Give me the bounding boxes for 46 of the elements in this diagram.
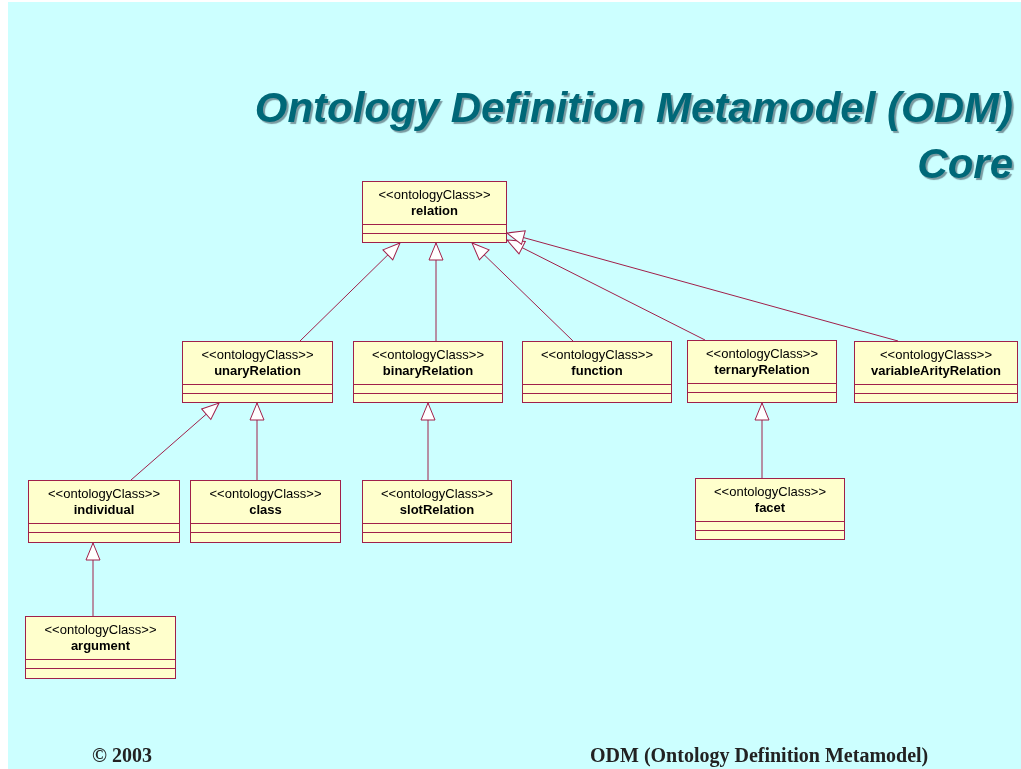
footer-text: © 2003 bbox=[92, 744, 152, 767]
slide-title: Ontology Definition Metamodel (ODM) Core bbox=[253, 83, 1013, 189]
class-box bbox=[182, 341, 333, 403]
generalization-arrow bbox=[420, 402, 436, 481]
class-box bbox=[353, 341, 503, 403]
class-box bbox=[854, 341, 1018, 403]
generalization-arrow bbox=[249, 402, 265, 481]
stereotype-label: <<ontologyClass>> bbox=[209, 486, 322, 502]
class-box bbox=[190, 480, 341, 543]
class-name: unaryRelation bbox=[214, 363, 301, 379]
class-name: ternaryRelation bbox=[714, 362, 810, 378]
stereotype-label: <<ontologyClass>> bbox=[201, 347, 314, 363]
class-name: facet bbox=[754, 500, 786, 516]
class-name: argument bbox=[70, 638, 131, 654]
generalization-arrow bbox=[428, 242, 444, 342]
generalization-arrow bbox=[506, 230, 899, 342]
class-name: individual bbox=[73, 502, 135, 518]
class-box bbox=[687, 340, 837, 403]
class-name: relation bbox=[411, 203, 458, 219]
stereotype-label: <<ontologyClass>> bbox=[378, 187, 491, 203]
class-name: binaryRelation bbox=[382, 363, 474, 379]
class-name: class bbox=[249, 502, 282, 518]
stereotype-label: <<ontologyClass>> bbox=[541, 347, 653, 363]
class-box bbox=[362, 181, 507, 243]
class-box bbox=[28, 480, 180, 543]
generalization-arrow bbox=[85, 542, 101, 617]
class-box bbox=[522, 341, 672, 403]
class-name: variableArityRelation bbox=[870, 363, 1001, 379]
stereotype-label: <<ontologyClass>> bbox=[381, 486, 493, 502]
stereotype-label: <<ontologyClass>> bbox=[706, 346, 818, 362]
generalization-arrow bbox=[299, 242, 401, 342]
generalization-arrow bbox=[471, 242, 574, 342]
class-box bbox=[695, 478, 845, 540]
footer-text: ODM (Ontology Definition Metamodel) bbox=[590, 744, 929, 767]
generalization-arrow bbox=[506, 239, 706, 341]
stereotype-label: <<ontologyClass>> bbox=[880, 347, 992, 363]
stereotype-label: <<ontologyClass>> bbox=[48, 486, 160, 502]
stereotype-label: <<ontologyClass>> bbox=[372, 347, 484, 363]
class-name: slotRelation bbox=[399, 502, 475, 518]
stereotype-label: <<ontologyClass>> bbox=[44, 622, 157, 638]
generalization-arrow bbox=[130, 402, 220, 481]
generalization-arrow bbox=[754, 402, 770, 479]
class-box bbox=[25, 616, 176, 679]
class-box bbox=[362, 480, 512, 543]
stereotype-label: <<ontologyClass>> bbox=[714, 484, 826, 500]
class-name: function bbox=[571, 363, 623, 379]
